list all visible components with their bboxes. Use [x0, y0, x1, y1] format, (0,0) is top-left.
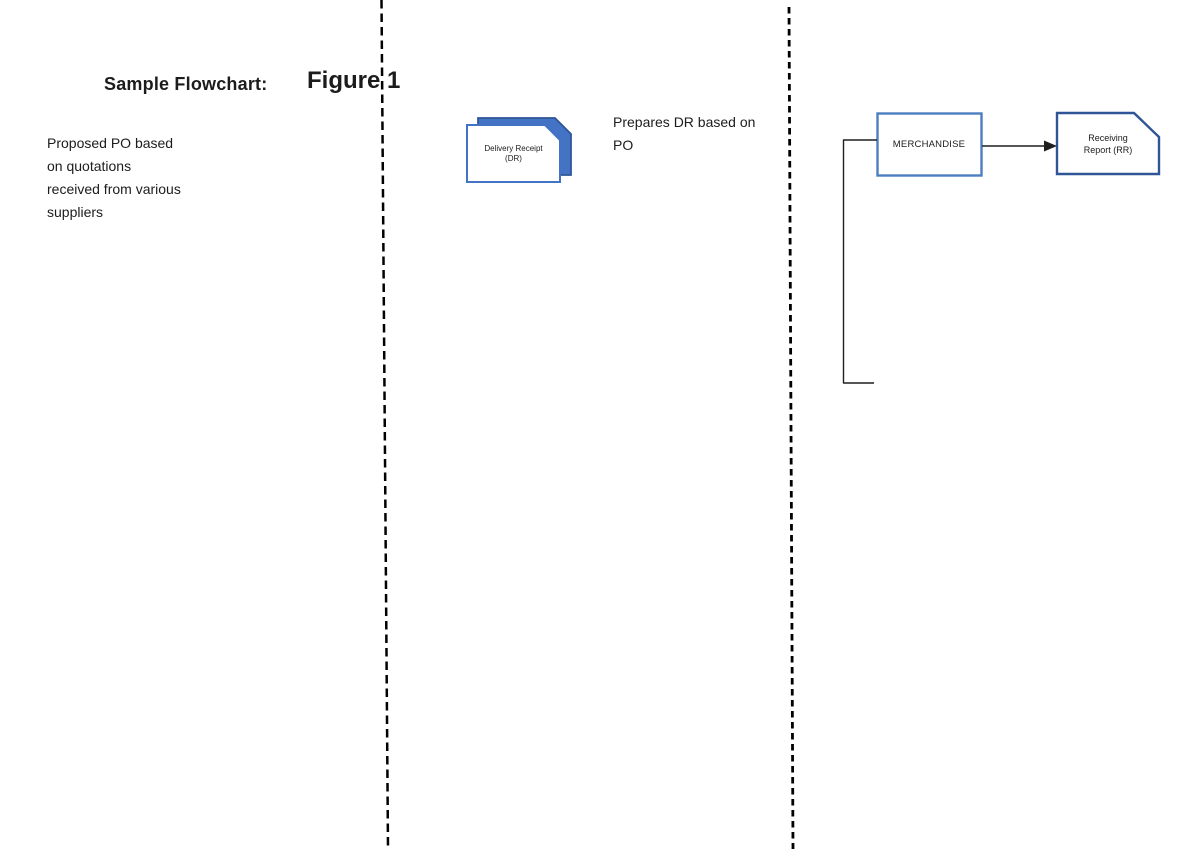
merchandise-elbow-connector [842, 139, 877, 384]
delivery-receipt-card-front [466, 124, 561, 183]
page-title: Sample Flowchart: [104, 74, 268, 94]
figure-number-title: Figure 1 [307, 67, 401, 94]
receiving-report-card [1055, 111, 1161, 176]
note-prepares-dr: Prepares DR based on PO [613, 114, 756, 153]
note-proposed-po: Proposed PO based on quotations received… [47, 135, 181, 220]
arrowhead-icon [1044, 140, 1057, 152]
merchandise-box [876, 112, 983, 177]
lane-divider-left [380, 0, 390, 849]
lane-divider-right [787, 6, 795, 849]
